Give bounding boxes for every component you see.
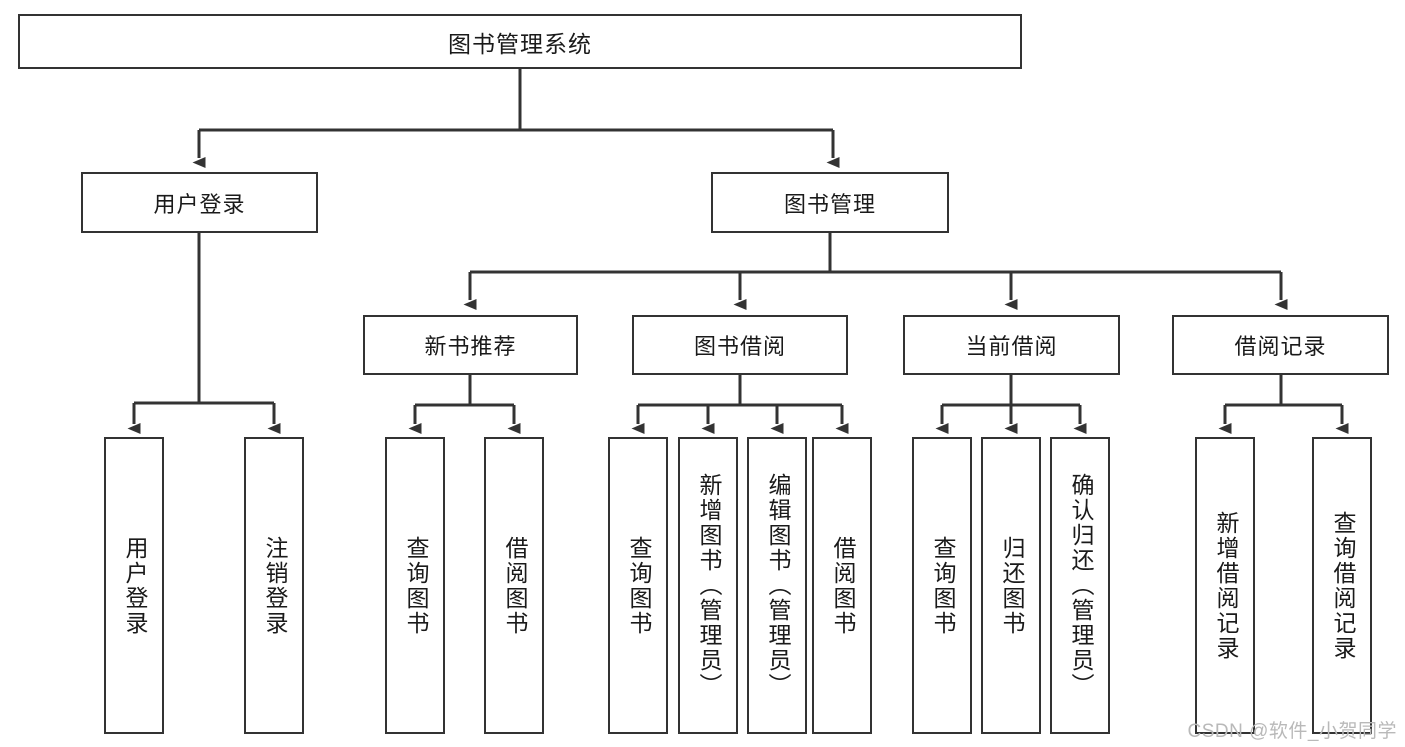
leaf-book-borrow-edit-book-admin[interactable]: 编辑图书（管理员） — [747, 437, 807, 734]
csdn-watermark: CSDN @软件_小贺同学 — [1187, 721, 1397, 742]
leaf-borrow-record-query-record[interactable]: 查询借阅记录 — [1312, 437, 1372, 734]
leaf-current-borrow-query-book[interactable]: 查询图书 — [912, 437, 972, 734]
leaf-user-login-logout[interactable]: 注销登录 — [244, 437, 304, 734]
leaf-book-borrow-borrow-book[interactable]: 借阅图书 — [812, 437, 872, 734]
leaf-user-login-login[interactable]: 用户登录 — [104, 437, 164, 734]
leaf-label: 新增图书（管理员） — [695, 473, 722, 698]
node-user-login[interactable]: 用户登录 — [81, 172, 318, 233]
leaf-label: 新增借阅记录 — [1212, 510, 1239, 661]
leaf-book-borrow-add-book-admin[interactable]: 新增图书（管理员） — [678, 437, 738, 734]
leaf-label: 注销登录 — [261, 535, 288, 636]
leaf-book-borrow-query-book[interactable]: 查询图书 — [608, 437, 668, 734]
node-current-borrow[interactable]: 当前借阅 — [903, 315, 1120, 375]
leaf-label: 确认归还（管理员） — [1067, 473, 1094, 698]
leaf-current-borrow-return-book[interactable]: 归还图书 — [981, 437, 1041, 734]
leaf-label: 查询图书 — [929, 535, 956, 636]
leaf-label: 查询借阅记录 — [1329, 510, 1356, 661]
leaf-label: 借阅图书 — [829, 535, 856, 636]
node-borrow-record[interactable]: 借阅记录 — [1172, 315, 1389, 375]
leaf-label: 借阅图书 — [501, 535, 528, 636]
leaf-label: 用户登录 — [121, 535, 148, 636]
node-new-book-recommend[interactable]: 新书推荐 — [363, 315, 578, 375]
leaf-borrow-record-add-record[interactable]: 新增借阅记录 — [1195, 437, 1255, 734]
leaf-label: 归还图书 — [998, 535, 1025, 636]
leaf-current-borrow-confirm-return-admin[interactable]: 确认归还（管理员） — [1050, 437, 1110, 734]
node-book-management[interactable]: 图书管理 — [711, 172, 949, 233]
leaf-label: 查询图书 — [402, 535, 429, 636]
leaf-new-book-query-book[interactable]: 查询图书 — [385, 437, 445, 734]
leaf-new-book-borrow-book[interactable]: 借阅图书 — [484, 437, 544, 734]
leaf-label: 查询图书 — [625, 535, 652, 636]
node-book-borrow[interactable]: 图书借阅 — [632, 315, 848, 375]
node-root-book-management-system[interactable]: 图书管理系统 — [18, 14, 1022, 69]
leaf-label: 编辑图书（管理员） — [764, 473, 791, 698]
